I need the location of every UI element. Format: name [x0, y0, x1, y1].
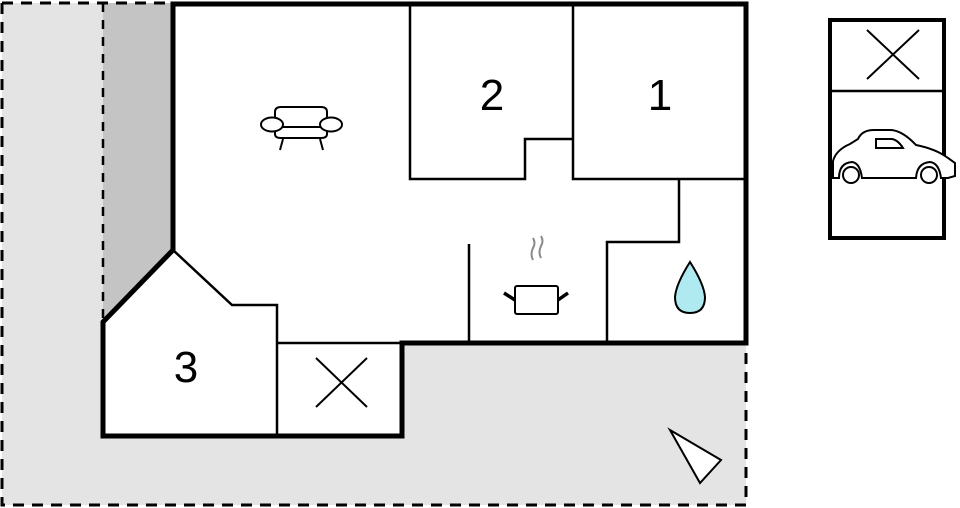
exterior-walls	[100, 1, 749, 439]
water-drop-icon	[673, 260, 707, 315]
room-label-3: 3	[174, 343, 198, 392]
north-arrow-icon	[667, 427, 723, 485]
car-icon	[832, 129, 956, 184]
interior-walls	[172, 4, 746, 436]
room-label-1: 1	[648, 71, 672, 120]
terrace	[103, 3, 173, 322]
garage	[828, 18, 956, 240]
building	[103, 4, 746, 436]
cooking-pot-icon	[503, 235, 570, 315]
room-label-2: 2	[480, 71, 504, 120]
cross-icon	[315, 357, 368, 408]
sofa-icon	[260, 106, 343, 151]
cross-icon	[866, 29, 920, 80]
